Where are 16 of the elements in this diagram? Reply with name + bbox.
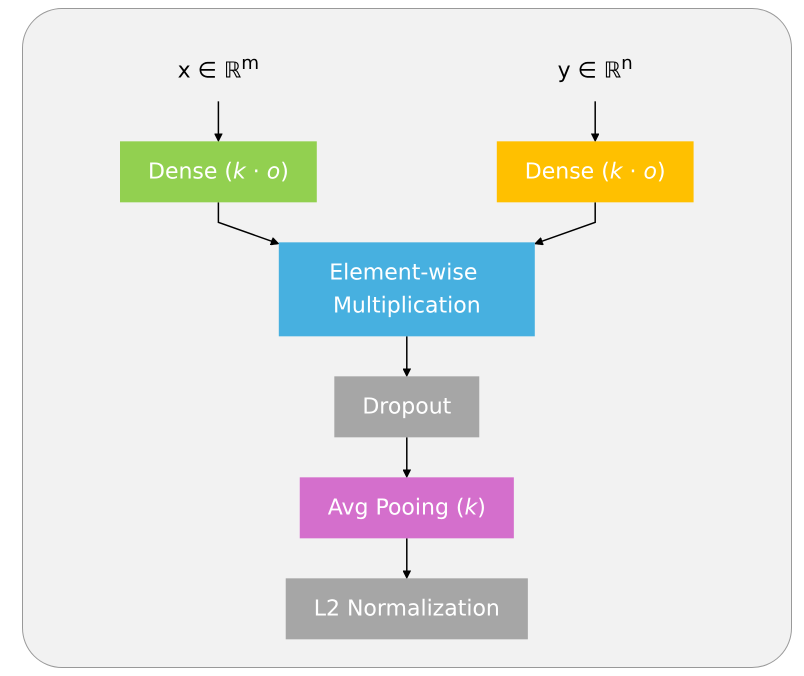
arrow <box>402 336 412 378</box>
arrow <box>218 202 280 246</box>
node-box <box>497 142 694 203</box>
arrow <box>591 102 600 142</box>
arrow <box>534 202 596 246</box>
node-text: y ∈ ℝ$^{n}$ <box>558 53 634 84</box>
node-box <box>120 142 317 203</box>
arrow <box>214 102 223 142</box>
card-background: x ∈ ℝ$^{m}$ y ∈ ℝ$^{n}$ Dense (k · o) Dense (k · o) Element-wise Multiplication Dropout Avg Pooing (k) L2 Normalization <box>22 8 792 668</box>
node-box <box>286 578 528 640</box>
node-box <box>334 376 480 438</box>
arrow <box>402 438 412 478</box>
node-box <box>279 242 535 337</box>
arrow <box>402 538 412 580</box>
node-box <box>300 478 514 539</box>
node-text: x ∈ ℝ$^{m}$ <box>178 53 260 84</box>
